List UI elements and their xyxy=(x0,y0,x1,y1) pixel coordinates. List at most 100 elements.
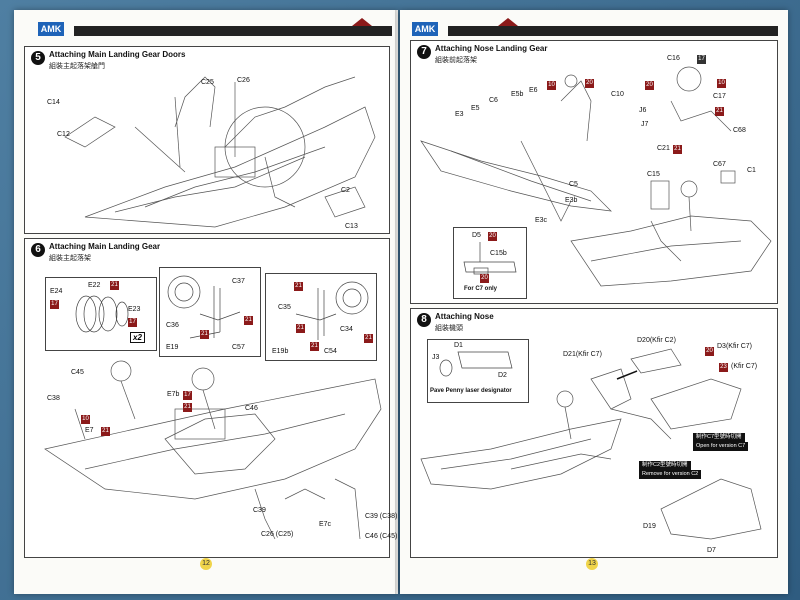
step6-subtitle: 組裝主起落架 xyxy=(49,255,91,262)
note-c7-en: Open for version C7 xyxy=(693,442,749,451)
note-c2-en: Remove for version C2 xyxy=(639,470,702,479)
step8-subtitle: 組裝機頭 xyxy=(435,325,463,332)
paint-21-f: 21 xyxy=(310,342,319,351)
label-c21: C21 xyxy=(657,145,670,152)
label-e5-b: E5b xyxy=(511,91,524,98)
label-c67: C67 xyxy=(713,161,726,168)
label-c6: C6 xyxy=(489,97,498,104)
paint-21-g: 21 xyxy=(364,334,373,343)
strut-right-drawing xyxy=(295,281,369,340)
page-number-left: 12 xyxy=(200,558,212,570)
label-d3-kfir-c7: D3(Kfir C7) xyxy=(717,343,753,350)
paint-20-a: 20 xyxy=(585,79,594,88)
label-e7-b: E7b xyxy=(167,391,180,398)
label-d20-kfir-c2: D20(Kfir C2) xyxy=(637,337,676,344)
paint-17-c: 21 xyxy=(183,403,192,412)
brand-logo-right: AMK xyxy=(412,22,438,36)
paint-20-inset-b: 20 xyxy=(480,274,489,283)
wheel-exploded-drawing xyxy=(75,295,129,333)
step6-panel: 6 Attaching Main Landing Gear 組裝主起落架 E24… xyxy=(24,238,397,558)
right-page: AMK 7 Attaching Nose Landing Gear 組裝前起落架 xyxy=(400,10,788,594)
step6-number: 6 xyxy=(31,243,45,257)
label-c35: C35 xyxy=(278,304,291,311)
label-c39: C39 xyxy=(253,507,266,514)
step5-drawing xyxy=(64,76,376,228)
label-e24: E24 xyxy=(50,288,63,295)
header-bar-right xyxy=(448,18,778,36)
c7-only-inset: D5 C15b For C7 only 20 20 xyxy=(453,227,527,299)
paint-17-a: 17 xyxy=(50,300,59,309)
label-j7: J7 xyxy=(641,121,649,128)
label-c46-c45: C46 (C45) xyxy=(365,533,398,540)
label-c45: C45 xyxy=(71,369,84,376)
pave-penny-caption: Pave Penny laser designator xyxy=(430,388,512,394)
step5-panel: 5 Attaching Main Landing Gear Doors 組裝主起… xyxy=(24,46,390,234)
brand-logo: AMK xyxy=(38,22,64,36)
step8-title: Attaching Nose xyxy=(435,312,494,321)
label-e19-right: E19b xyxy=(272,348,289,355)
label-c2: C2 xyxy=(341,187,350,194)
paint-10-a: 10 xyxy=(81,415,90,424)
label-kfir-c7: (Kfir C7) xyxy=(731,363,758,370)
label-e7-c: E7c xyxy=(319,521,332,528)
paint-20-inset: 20 xyxy=(488,232,497,241)
header-accent xyxy=(352,18,372,26)
step6-main-drawing xyxy=(44,360,382,540)
paint-21-k: 21 xyxy=(673,145,682,154)
label-c16: C16 xyxy=(667,55,680,62)
pave-penny-drawing xyxy=(439,351,513,377)
c7-only-caption: For C7 only xyxy=(464,286,498,292)
left-page: AMK 5 Attaching Main Landing Gear Doors … xyxy=(14,10,398,594)
paint-21-b: 21 xyxy=(244,316,253,325)
label-c10: C10 xyxy=(611,91,624,98)
label-d2: D2 xyxy=(498,372,507,379)
paint-21-e: 21 xyxy=(296,324,305,333)
paint-17-d: 17 xyxy=(697,55,706,64)
strut-left-box: C37 C36 C57 E19 21 21 xyxy=(159,267,261,357)
label-e3-b: E3b xyxy=(565,197,578,204)
label-c37: C37 xyxy=(232,278,245,285)
label-c12: C12 xyxy=(57,131,70,138)
label-c15-b: C15b xyxy=(490,250,507,257)
paint-10-b: 10 xyxy=(547,81,556,90)
label-c1: C1 xyxy=(747,167,756,174)
paint-21-d: 21 xyxy=(294,282,303,291)
label-e3: E3 xyxy=(455,111,464,118)
booklet-spine xyxy=(395,10,403,594)
pave-penny-inset: D1 J3 D2 Pave Penny laser designator xyxy=(427,339,529,403)
label-c26: C26 xyxy=(237,77,250,84)
label-c39-c38: C39 (C38) xyxy=(365,513,398,520)
label-j6: J6 xyxy=(639,107,647,114)
step7-panel: 7 Attaching Nose Landing Gear 組裝前起落架 xyxy=(410,40,778,304)
paint-21-c: 21 xyxy=(200,330,209,339)
label-c36: C36 xyxy=(166,322,179,329)
step7-drawing xyxy=(420,66,772,287)
label-d7: D7 xyxy=(707,547,716,554)
step8-number: 8 xyxy=(417,313,431,327)
label-c25: C25 xyxy=(201,79,214,86)
label-c14: C14 xyxy=(47,99,60,106)
label-c13: C13 xyxy=(345,223,358,230)
label-d21-kfir-c7: D21(Kfir C7) xyxy=(563,351,602,358)
label-c17: C17 xyxy=(713,93,726,100)
strut-right-box: C35 C34 E19b C54 21 21 21 21 xyxy=(265,273,377,361)
note-c2-cn: 制作C2型號時切開 xyxy=(639,461,691,470)
label-c57: C57 xyxy=(232,344,245,351)
header-bar xyxy=(74,18,392,36)
label-c68: C68 xyxy=(733,127,746,134)
paint-21-i: 17 xyxy=(183,391,192,400)
paint-10-c: 10 xyxy=(717,79,726,88)
paint-21-j: 21 xyxy=(715,107,724,116)
label-e22: E22 xyxy=(88,282,101,289)
label-e5: E5 xyxy=(471,105,480,112)
label-e23: E23 xyxy=(128,306,141,313)
header-accent-right xyxy=(498,18,518,26)
label-e3-c: E3c xyxy=(535,217,548,224)
page-number-right: 13 xyxy=(586,558,598,570)
step5-subtitle: 組裝主起落架艙門 xyxy=(49,63,105,70)
paint-17-b: 17 xyxy=(128,318,137,327)
step5-title: Attaching Main Landing Gear Doors xyxy=(49,50,186,59)
quantity-multiplier: x2 xyxy=(130,332,145,343)
label-d1: D1 xyxy=(454,342,463,349)
label-c26-c25: C26 (C25) xyxy=(261,531,294,538)
